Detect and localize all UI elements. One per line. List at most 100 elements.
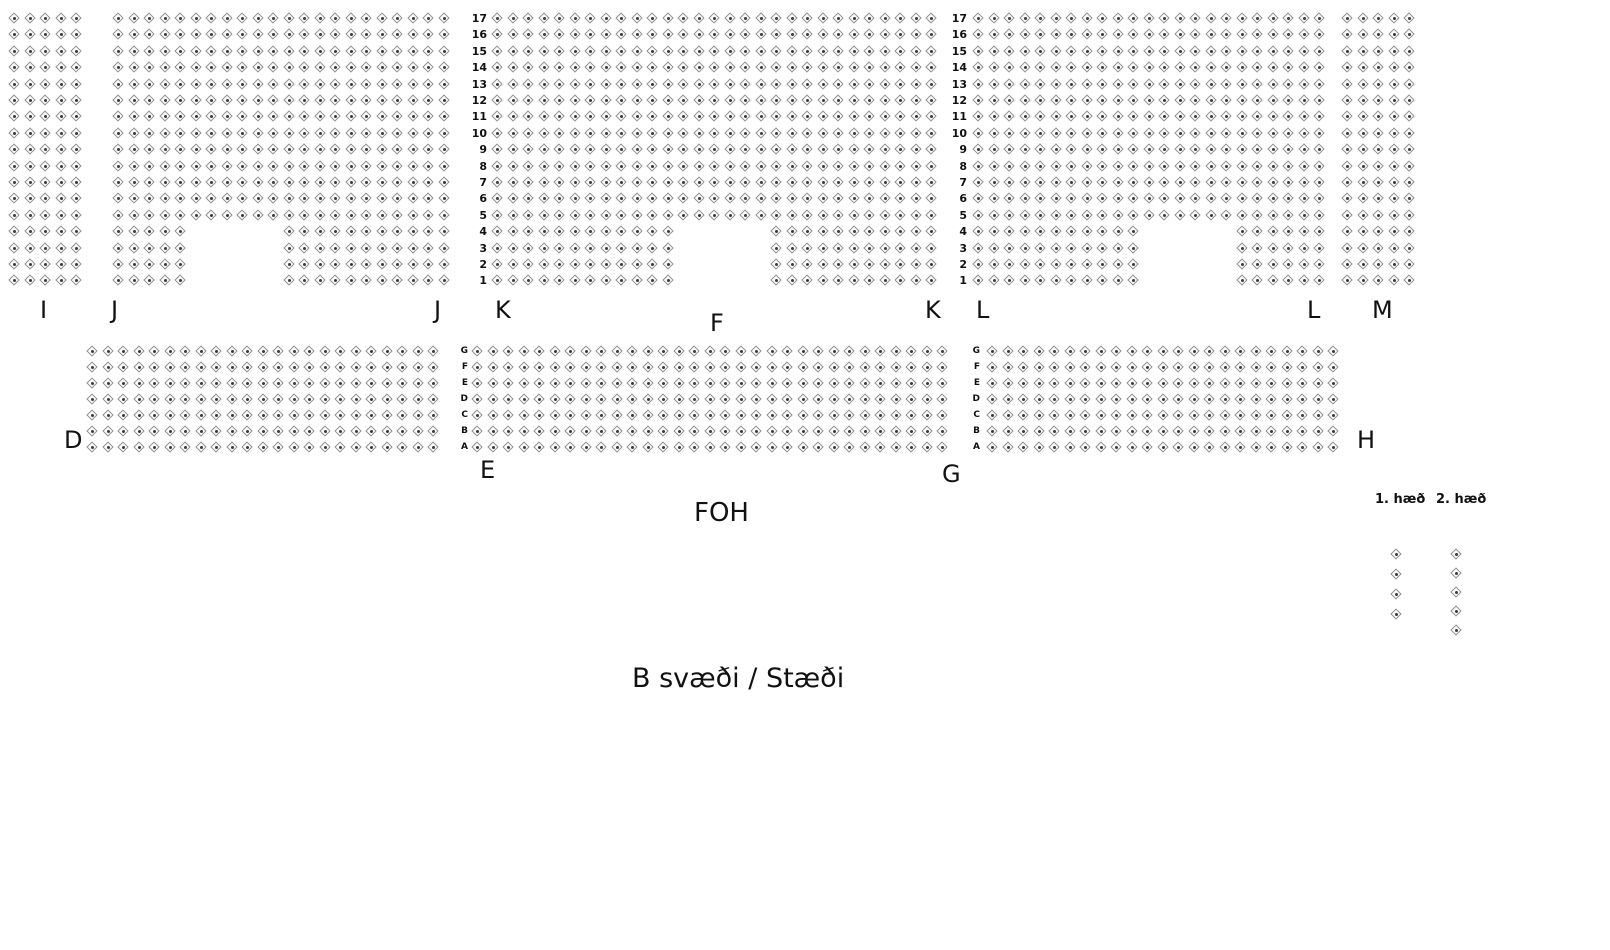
seat[interactable]: [538, 28, 551, 41]
seat[interactable]: [611, 441, 624, 454]
seat[interactable]: [298, 242, 311, 255]
seat[interactable]: [236, 28, 249, 41]
seat[interactable]: [438, 45, 451, 58]
seat[interactable]: [24, 78, 37, 91]
seat[interactable]: [848, 258, 861, 271]
seat[interactable]: [396, 441, 409, 454]
seat[interactable]: [832, 45, 845, 58]
seat[interactable]: [832, 209, 845, 222]
seat[interactable]: [86, 393, 99, 406]
seat[interactable]: [133, 377, 146, 390]
seat[interactable]: [427, 409, 440, 422]
seat[interactable]: [828, 361, 841, 374]
seat[interactable]: [298, 45, 311, 58]
seat[interactable]: [128, 78, 141, 91]
seat[interactable]: [195, 393, 208, 406]
seat[interactable]: [252, 28, 265, 41]
seat[interactable]: [1234, 377, 1247, 390]
seat[interactable]: [848, 12, 861, 25]
seat[interactable]: [1096, 225, 1109, 238]
seat[interactable]: [412, 361, 425, 374]
seat[interactable]: [174, 143, 187, 156]
seat[interactable]: [1282, 209, 1295, 222]
seat[interactable]: [1205, 12, 1218, 25]
seat[interactable]: [611, 361, 624, 374]
seat[interactable]: [1174, 160, 1187, 173]
seat[interactable]: [257, 345, 270, 358]
seat[interactable]: [491, 209, 504, 222]
seat[interactable]: [1019, 127, 1032, 140]
seat[interactable]: [491, 12, 504, 25]
seat[interactable]: [1267, 143, 1280, 156]
seat[interactable]: [24, 127, 37, 140]
seat[interactable]: [1157, 345, 1170, 358]
seat[interactable]: [407, 78, 420, 91]
seat[interactable]: [422, 110, 435, 123]
seat[interactable]: [1250, 425, 1263, 438]
seat[interactable]: [345, 45, 358, 58]
seat[interactable]: [1296, 441, 1309, 454]
seat[interactable]: [86, 441, 99, 454]
seat[interactable]: [1019, 61, 1032, 74]
seat[interactable]: [569, 94, 582, 107]
seat[interactable]: [817, 160, 830, 173]
seat[interactable]: [848, 78, 861, 91]
seat[interactable]: [1296, 361, 1309, 374]
seat[interactable]: [210, 345, 223, 358]
seat[interactable]: [174, 28, 187, 41]
seat[interactable]: [117, 409, 130, 422]
seat[interactable]: [925, 242, 938, 255]
seat[interactable]: [936, 361, 949, 374]
seat[interactable]: [117, 361, 130, 374]
seat[interactable]: [828, 345, 841, 358]
seat[interactable]: [1112, 242, 1125, 255]
seat[interactable]: [735, 425, 748, 438]
seat[interactable]: [677, 127, 690, 140]
seat[interactable]: [407, 28, 420, 41]
seat[interactable]: [407, 110, 420, 123]
seat[interactable]: [502, 409, 515, 422]
seat[interactable]: [1403, 12, 1416, 25]
seat[interactable]: [1341, 78, 1354, 91]
seat[interactable]: [1112, 94, 1125, 107]
seat[interactable]: [518, 393, 531, 406]
seat[interactable]: [1172, 345, 1185, 358]
seat[interactable]: [319, 361, 332, 374]
seat[interactable]: [1110, 441, 1123, 454]
seat[interactable]: [549, 393, 562, 406]
seat[interactable]: [1172, 441, 1185, 454]
seat[interactable]: [1112, 192, 1125, 205]
seat[interactable]: [1096, 127, 1109, 140]
seat[interactable]: [925, 176, 938, 189]
seat[interactable]: [1048, 409, 1061, 422]
seat[interactable]: [988, 28, 1001, 41]
seat[interactable]: [298, 225, 311, 238]
seat[interactable]: [1357, 12, 1370, 25]
seat[interactable]: [595, 377, 608, 390]
seat[interactable]: [1341, 143, 1354, 156]
seat[interactable]: [518, 425, 531, 438]
seat[interactable]: [143, 192, 156, 205]
seat[interactable]: [491, 274, 504, 287]
seat[interactable]: [221, 94, 234, 107]
seat[interactable]: [159, 242, 172, 255]
seat[interactable]: [781, 377, 794, 390]
seat[interactable]: [329, 143, 342, 156]
seat[interactable]: [1112, 209, 1125, 222]
seat[interactable]: [801, 242, 814, 255]
seat[interactable]: [376, 110, 389, 123]
seat[interactable]: [221, 160, 234, 173]
seat[interactable]: [1188, 441, 1201, 454]
seat[interactable]: [832, 127, 845, 140]
seat[interactable]: [1127, 192, 1140, 205]
seat[interactable]: [1127, 274, 1140, 287]
seat[interactable]: [797, 425, 810, 438]
seat[interactable]: [491, 94, 504, 107]
seat[interactable]: [360, 242, 373, 255]
seat[interactable]: [874, 377, 887, 390]
seat[interactable]: [677, 28, 690, 41]
seat[interactable]: [631, 209, 644, 222]
seat[interactable]: [39, 28, 52, 41]
seat[interactable]: [843, 409, 856, 422]
seat[interactable]: [1265, 409, 1278, 422]
